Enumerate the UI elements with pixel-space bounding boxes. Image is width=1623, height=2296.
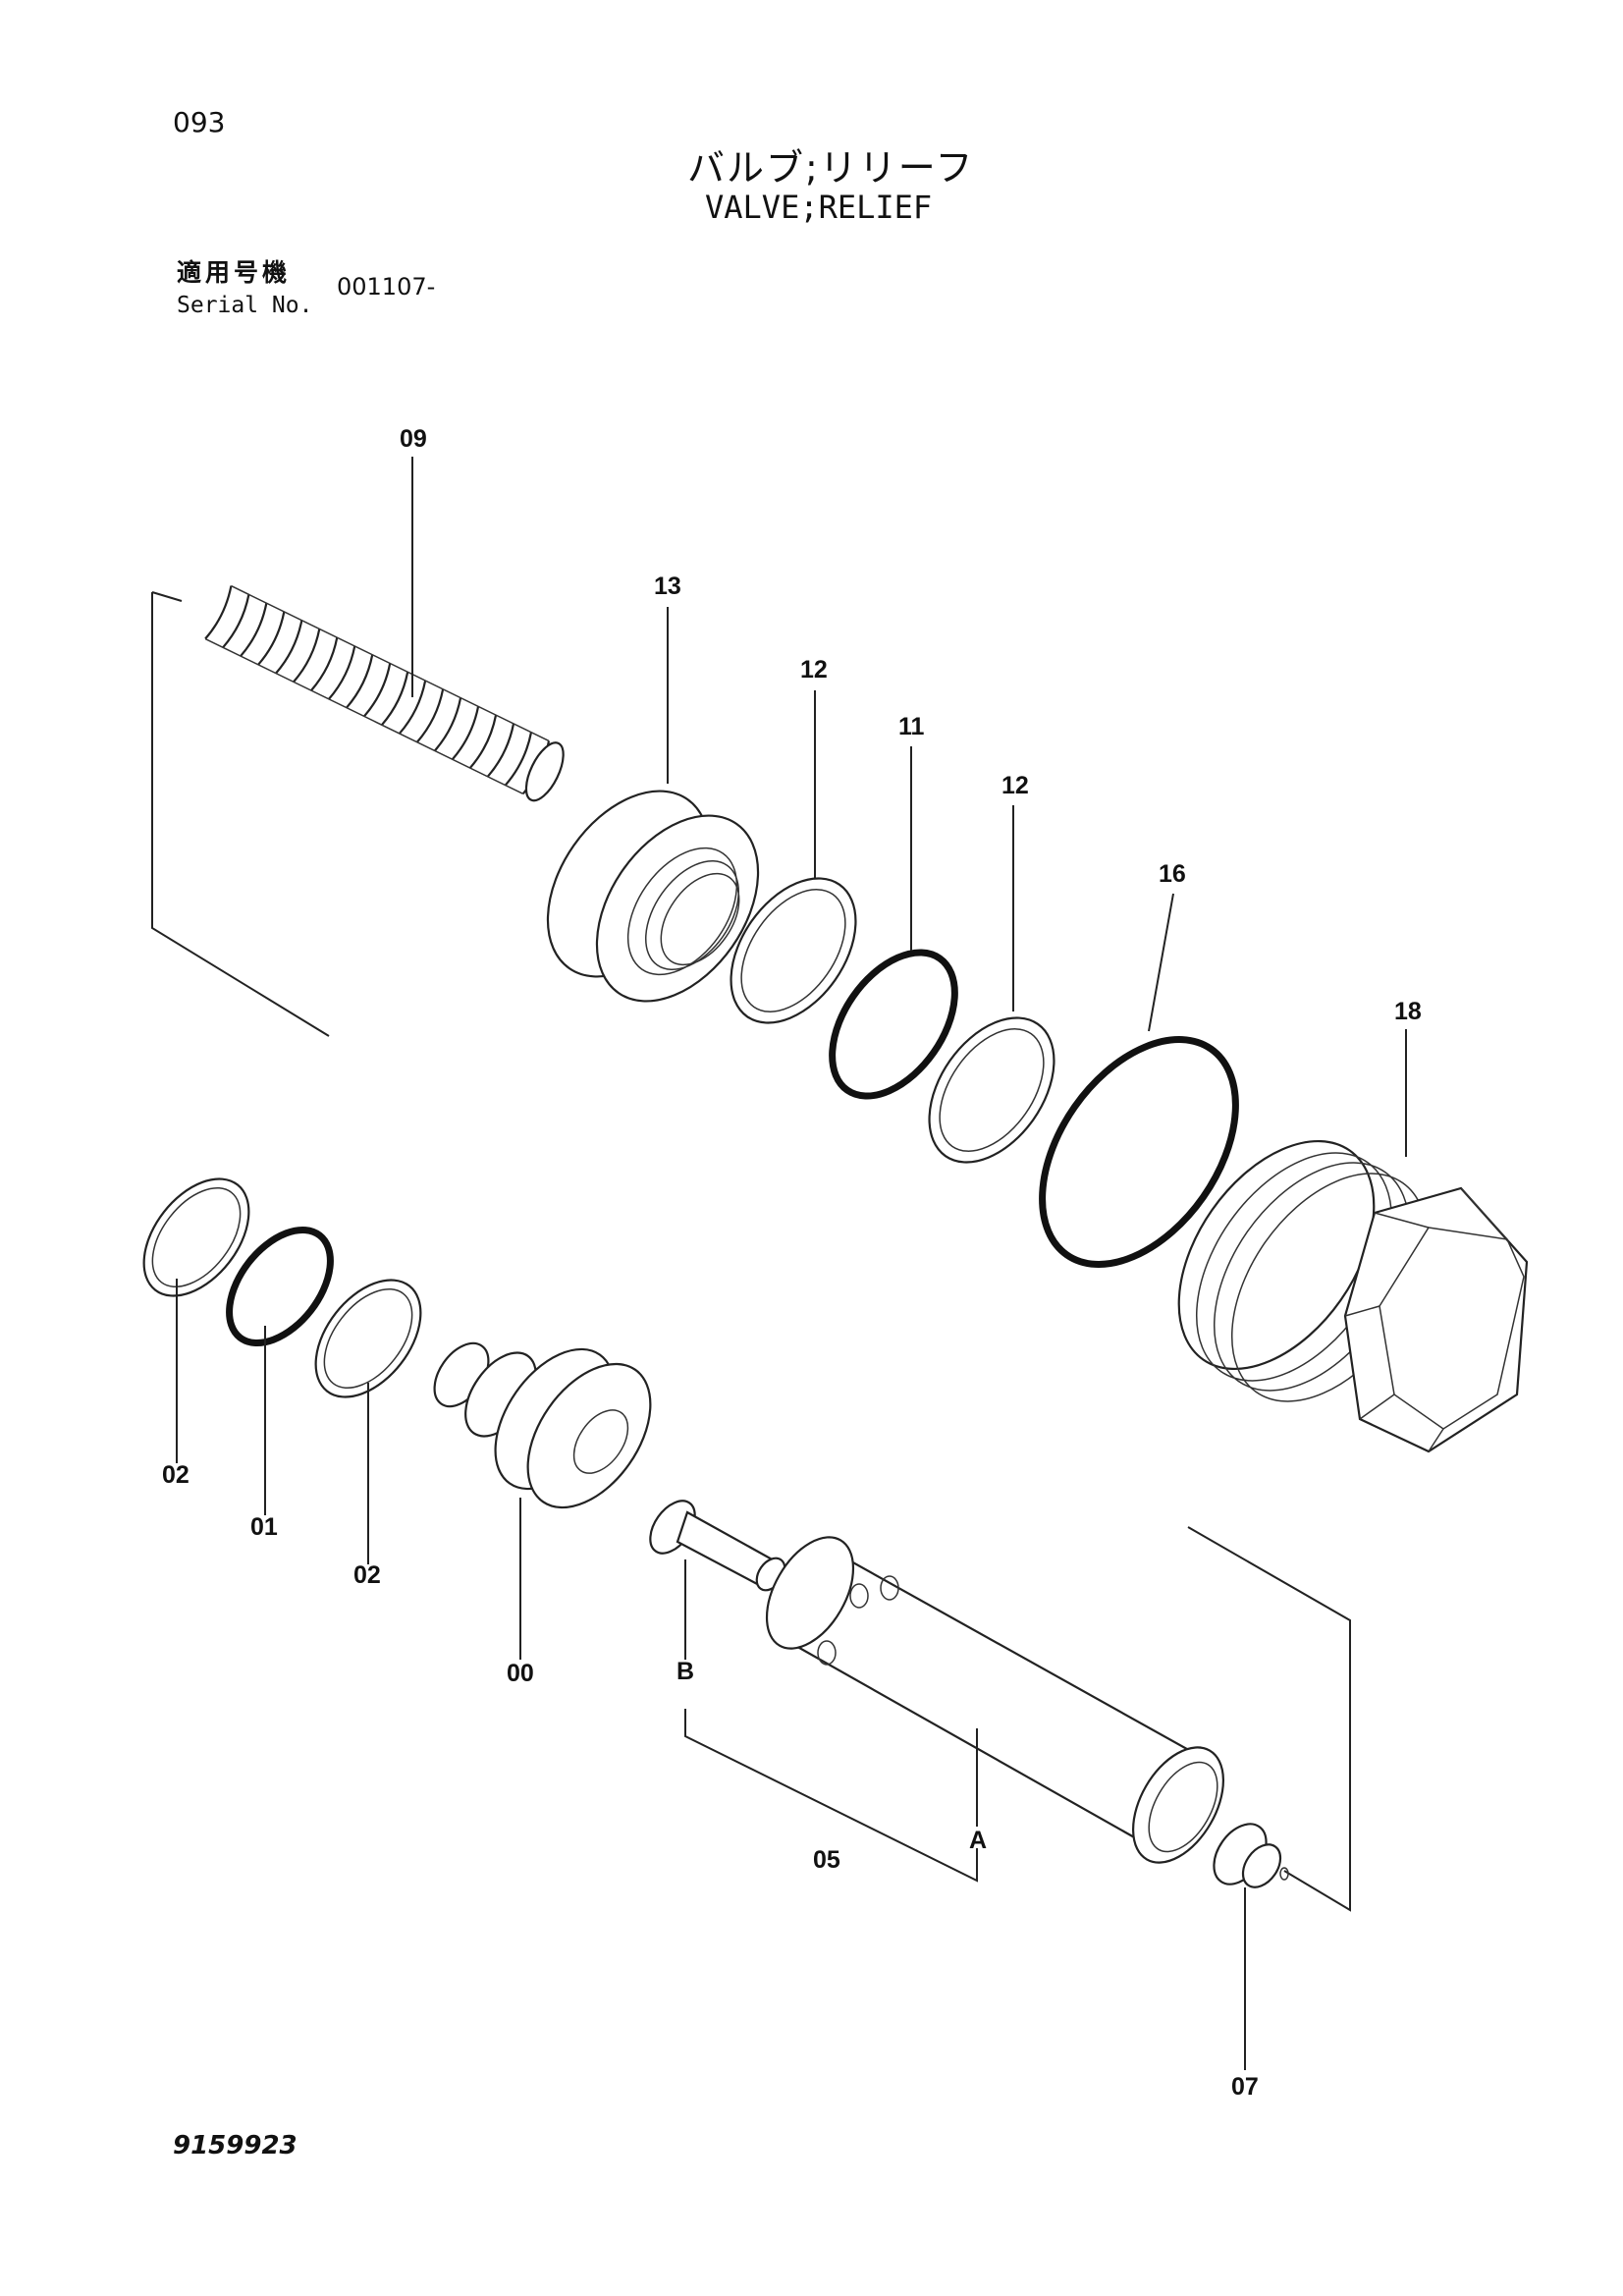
callout-12-lower: 12 xyxy=(1001,772,1029,799)
serial-label-english: Serial No. xyxy=(177,293,313,318)
part-01-o-ring xyxy=(226,1226,334,1347)
callout-a: A xyxy=(969,1827,987,1854)
part-a-sleeve xyxy=(765,1536,1225,1864)
part-02-backup-ring-left xyxy=(142,1177,250,1297)
sub-assembly-05-bracket xyxy=(684,1709,978,1883)
callout-11: 11 xyxy=(898,713,925,740)
document-number: 9159923 xyxy=(173,2131,298,2160)
part-18-plug xyxy=(1177,1139,1529,1453)
title-english: VALVE;RELIEF xyxy=(705,189,933,226)
callout-18: 18 xyxy=(1394,998,1422,1025)
upper-group-bracket xyxy=(151,591,330,1037)
part-07-plug xyxy=(1213,1823,1289,1888)
part-b-stem xyxy=(649,1500,786,1592)
callout-16: 16 xyxy=(1159,860,1186,888)
leader-lines xyxy=(176,457,1407,2070)
part-11-o-ring xyxy=(829,949,958,1100)
part-16-o-ring xyxy=(1039,1036,1239,1268)
part-09-spring xyxy=(204,584,565,802)
callout-09: 09 xyxy=(400,425,427,453)
serial-value: 001107- xyxy=(337,273,436,301)
part-13-seat xyxy=(546,790,760,1003)
callout-05: 05 xyxy=(813,1846,840,1874)
callout-13: 13 xyxy=(654,573,681,600)
callout-00: 00 xyxy=(507,1660,534,1687)
lower-group-bracket xyxy=(1187,1526,1351,1912)
page-number: 093 xyxy=(173,106,226,138)
callout-02-left: 02 xyxy=(162,1461,189,1489)
callout-12-upper: 12 xyxy=(800,656,828,683)
serial-label-japanese: 適用号機 xyxy=(177,258,292,287)
callout-01: 01 xyxy=(250,1513,278,1541)
part-00-poppet xyxy=(433,1341,652,1509)
callout-b: B xyxy=(676,1658,694,1685)
part-12-backup-ring-upper xyxy=(730,877,857,1024)
part-12-backup-ring-lower xyxy=(928,1016,1055,1164)
part-02-backup-ring-right xyxy=(314,1279,422,1398)
title-japanese: バルブ;リリーフ xyxy=(687,146,975,190)
callout-02-right: 02 xyxy=(353,1561,381,1589)
callout-07: 07 xyxy=(1231,2073,1259,2101)
